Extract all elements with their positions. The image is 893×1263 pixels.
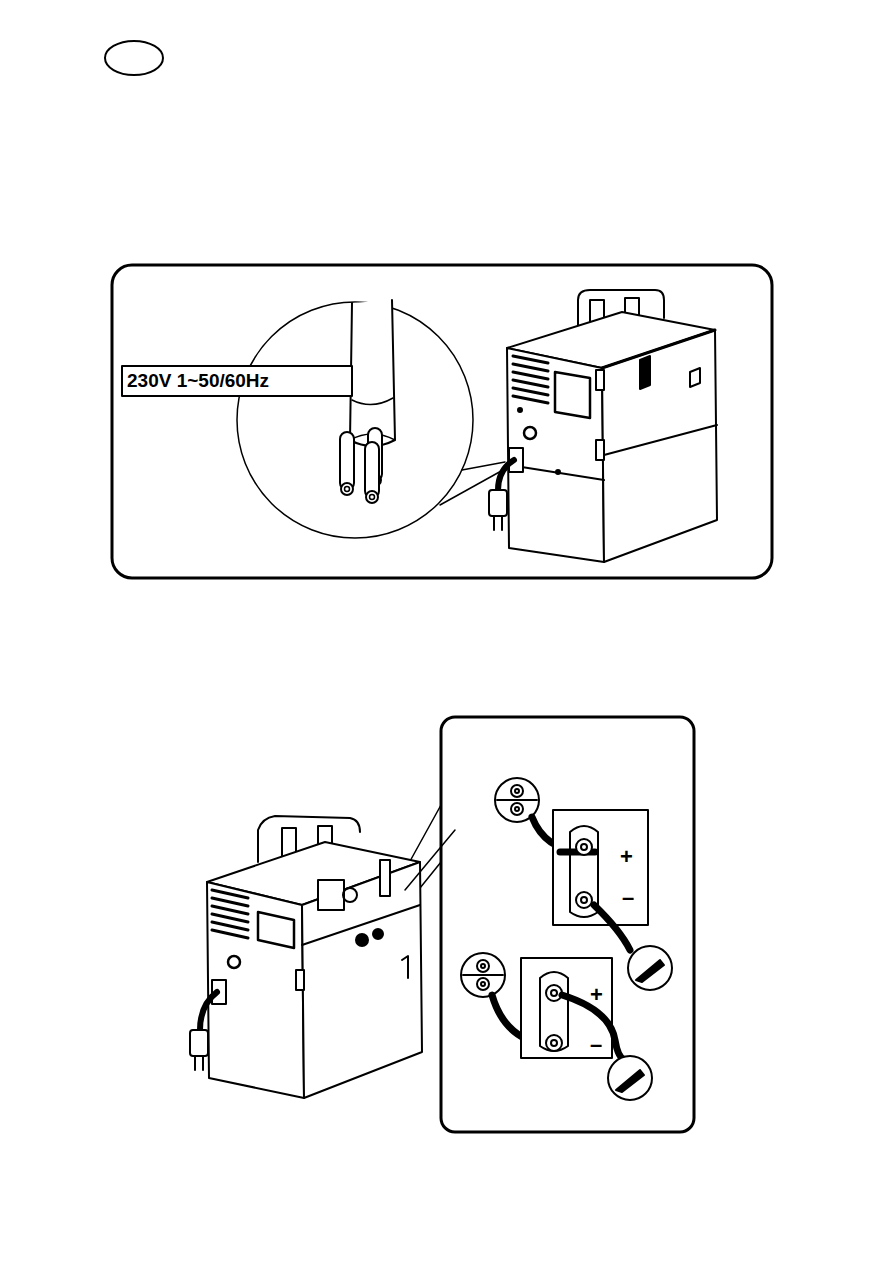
welder-open-view	[190, 816, 422, 1098]
welder-rear-view	[489, 290, 717, 562]
inset-frame	[441, 717, 694, 1132]
polarity-diagram	[405, 778, 672, 1100]
polarity-sign: –	[590, 1034, 602, 1056]
polarity-sign: +	[590, 984, 603, 1006]
polarity-sign: +	[620, 846, 633, 868]
voltage-label: 230V 1~50/60Hz	[127, 371, 269, 390]
panel-frame	[112, 265, 772, 578]
cable-detail	[122, 300, 505, 538]
polarity-sign: –	[622, 887, 634, 909]
language-badge	[105, 41, 163, 75]
